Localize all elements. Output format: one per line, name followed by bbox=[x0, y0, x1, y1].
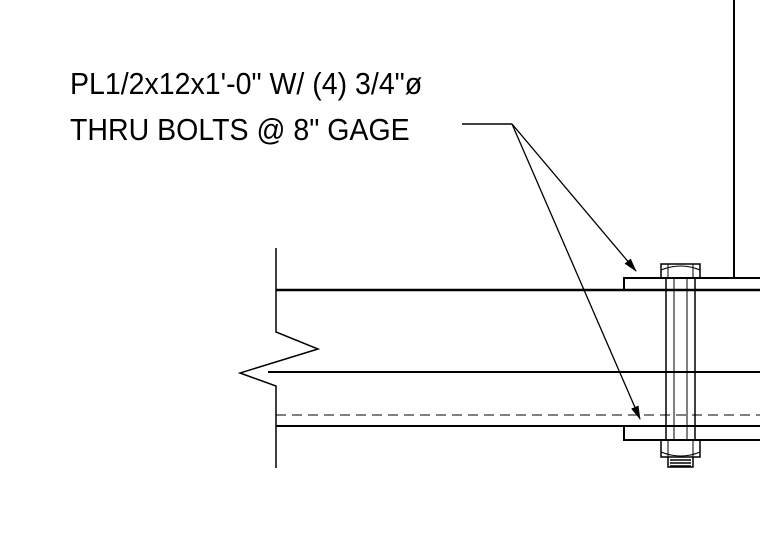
top-plate bbox=[623, 277, 760, 291]
beam-member bbox=[268, 288, 760, 427]
break-line bbox=[237, 248, 321, 468]
callout-leader bbox=[462, 123, 641, 420]
callout-text-line-2: THRU BOLTS @ 8" GAGE bbox=[70, 112, 410, 147]
thru-bolt bbox=[660, 263, 701, 468]
callout-text-line-1: PL1/2x12x1'-0" W/ (4) 3/4"ø bbox=[70, 66, 423, 101]
bottom-plate bbox=[623, 425, 760, 441]
